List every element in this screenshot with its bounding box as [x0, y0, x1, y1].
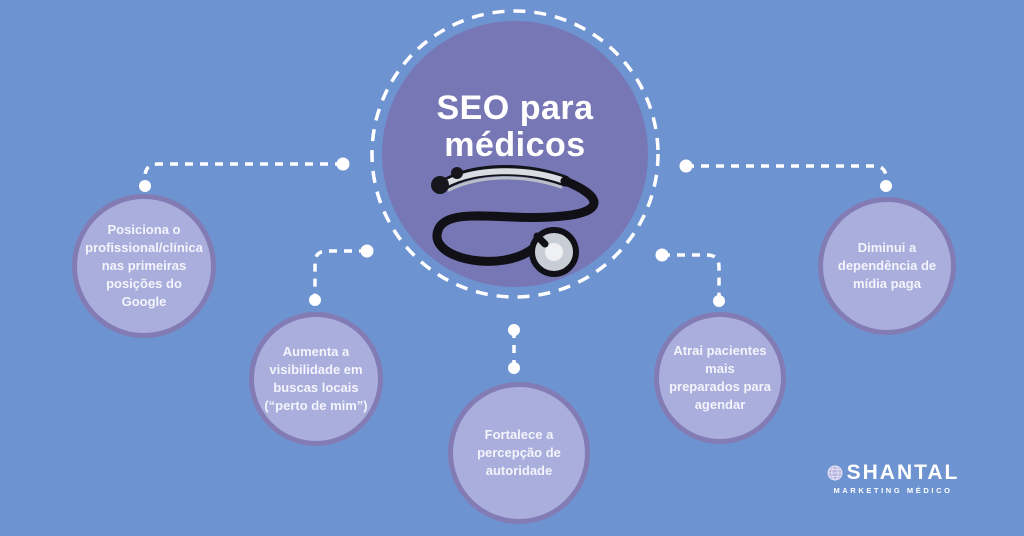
connector-line — [686, 164, 888, 181]
benefit-label: Posiciona o profissional/clínica nas pri… — [85, 221, 203, 310]
brand-tagline: MARKETING MÉDICO — [833, 486, 953, 495]
brand-name: SHANTAL — [846, 461, 960, 484]
brand-logo: SHANTAL MARKETING MÉDICO — [818, 462, 968, 495]
stethoscope-icon — [431, 165, 599, 277]
connector-line — [313, 249, 367, 295]
benefit-bubble: Diminui a dependência de mídia paga — [818, 197, 956, 335]
benefit-bubble: Aumenta a visibilidade em buscas locais … — [249, 312, 383, 446]
page-title: SEO para médicos — [436, 89, 594, 164]
connector-line — [143, 162, 343, 181]
globe-icon — [827, 465, 843, 480]
benefit-label: Atrai pacientes mais preparados para age… — [669, 342, 771, 413]
connector-dots — [139, 157, 892, 374]
benefit-label: Diminui a dependência de mídia paga — [837, 239, 937, 292]
center-circle — [382, 21, 648, 287]
connector-line — [662, 253, 721, 296]
benefit-bubble: Fortalece a percepção de autoridade — [448, 382, 590, 524]
benefit-label: Fortalece a percepção de autoridade — [477, 426, 561, 479]
benefit-bubble: Posiciona o profissional/clínica nas pri… — [72, 194, 216, 338]
center-dashed-ring — [370, 9, 660, 299]
benefit-bubble: Atrai pacientes mais preparados para age… — [654, 312, 786, 444]
benefit-label: Aumenta a visibilidade em buscas locais … — [264, 343, 368, 414]
